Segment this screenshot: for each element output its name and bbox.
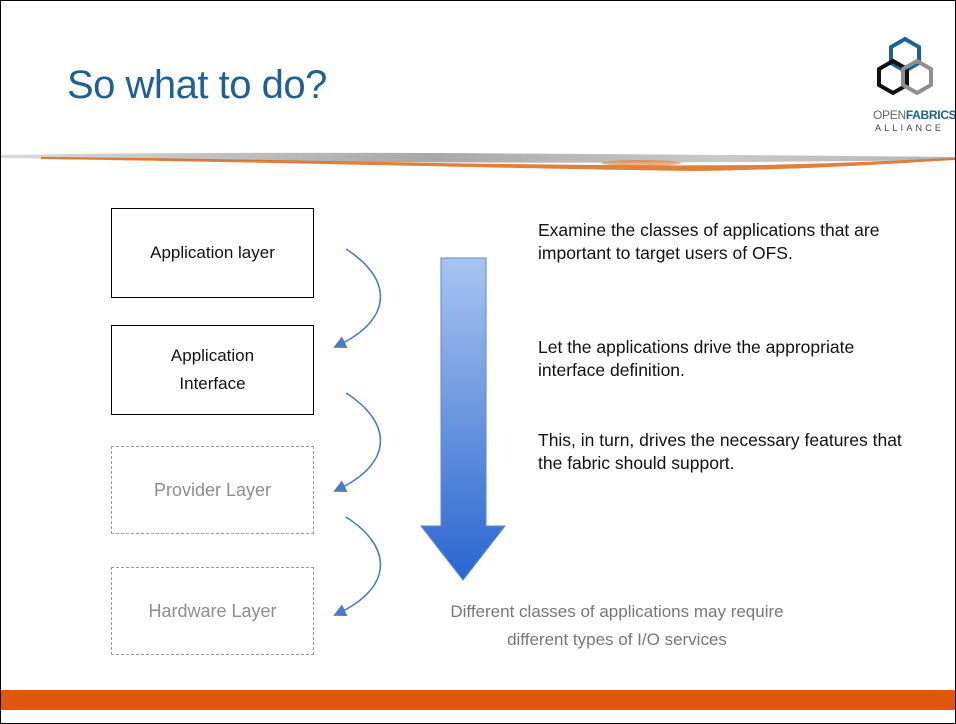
caption: Different classes of applications may re… [450, 602, 784, 649]
header-divider [1, 152, 955, 171]
logo-wordmark: OPENFABRICS [873, 108, 956, 122]
footer-accent-bar [1, 690, 955, 710]
curved-arrow-icon [333, 516, 382, 616]
logo-subtitle: ALLIANCE [875, 123, 945, 133]
provider-layer-label: Provider Layer [153, 480, 272, 500]
down-arrow-icon [419, 257, 507, 581]
hexagon-cluster-logo-icon [877, 36, 933, 96]
curved-arrow-icon [333, 248, 382, 348]
hardware-layer-label: Hardware Layer [148, 601, 277, 621]
slide-title: So what to do? [67, 63, 327, 107]
body-paragraph: Let the applications drive the appropria… [538, 337, 855, 380]
body-paragraph: Examine the classes of applications that… [538, 220, 880, 263]
application-layer-box: Application layer [111, 208, 314, 298]
curved-arrow-icon [333, 392, 382, 492]
provider-layer-box: Provider Layer [111, 446, 314, 534]
openfabrics-logo: OPENFABRICS ALLIANCE [861, 35, 956, 135]
hardware-layer-box: Hardware Layer [111, 567, 314, 655]
body-paragraph: This, in turn, drives the necessary feat… [538, 430, 902, 473]
application-layer-label: Application layer [150, 243, 275, 262]
